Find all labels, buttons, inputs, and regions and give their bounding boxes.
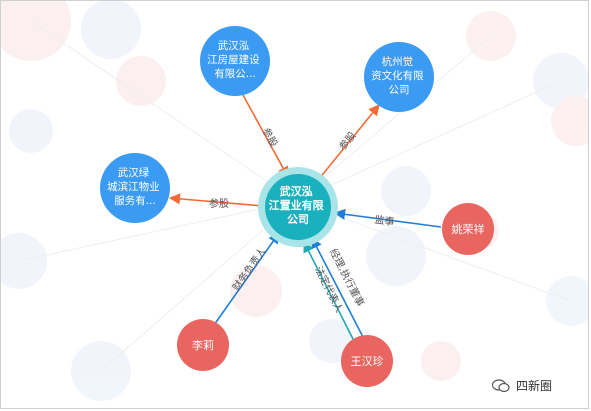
background-lines <box>18 20 572 372</box>
edge-li-center[interactable] <box>213 232 280 326</box>
node-hangzhou[interactable]: 杭州觉 资文化有限 公司 <box>364 42 434 112</box>
node-hangzhou-label: 杭州觉 资文化有限 公司 <box>371 55 427 96</box>
node-center-label: 武汉泓 江置业有限 公司 <box>269 184 328 226</box>
edge-label-center-wuye: 参股 <box>209 197 229 210</box>
node-yao[interactable]: 姚荣祥 <box>442 203 494 255</box>
watermark: 四新圈 <box>491 377 552 394</box>
edge-fangwu-center[interactable] <box>242 94 289 178</box>
node-li-label: 李莉 <box>192 338 214 352</box>
edge-wang-center-a[interactable] <box>311 237 365 340</box>
watermark-text: 四新圈 <box>515 379 552 393</box>
node-yao-label: 姚荣祥 <box>452 222 485 236</box>
edge-label-center-hangzhou: 参股 <box>336 129 359 153</box>
edge-center-wuye[interactable] <box>168 193 264 207</box>
edge-yao-center[interactable] <box>333 208 442 228</box>
edges <box>168 94 442 344</box>
node-wuye-label: 武汉绿 城滨江物业 服务有... <box>107 166 163 207</box>
edge-center-hangzhou[interactable] <box>318 104 380 180</box>
node-fangwu[interactable]: 武汉泓 江房屋建设 有限公... <box>200 26 270 96</box>
wechat-bubble-icon <box>491 378 510 392</box>
edge-label-fangwu-center: 参股 <box>260 125 281 149</box>
nodes: 武汉泓 江置业有限 公司 武汉泓 江房屋建设 有限公... 杭州觉 资文化有限 <box>100 26 494 387</box>
edge-label-yao-center: 监事 <box>374 213 396 229</box>
node-center[interactable]: 武汉泓 江置业有限 公司 <box>258 167 338 247</box>
node-wang-label: 王汉珍 <box>351 355 384 368</box>
node-li[interactable]: 李莉 <box>177 319 229 371</box>
edge-wang-center-b[interactable] <box>303 241 356 344</box>
node-wang[interactable]: 王汉珍 <box>341 335 393 387</box>
node-wuye[interactable]: 武汉绿 城滨江物业 服务有... <box>100 153 170 223</box>
node-fangwu-label: 武汉泓 江房屋建设 有限公... <box>207 39 263 80</box>
